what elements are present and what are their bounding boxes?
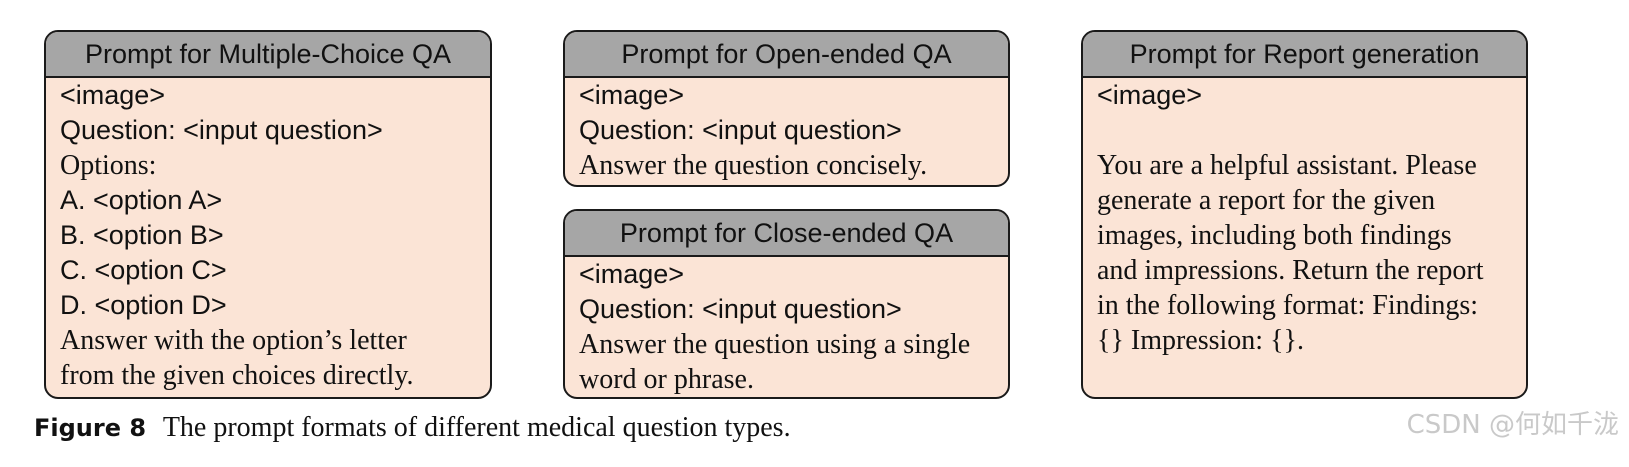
figure-label: Figure 8: [34, 414, 147, 442]
report-instruction-line-3: images, including both findings: [1097, 220, 1452, 251]
mcqa-prompt-title: Prompt for Multiple-Choice QA: [46, 32, 490, 78]
report-instruction-line-6: {} Impression: {}.: [1097, 325, 1304, 356]
report-instruction-line-2: generate a report for the given: [1097, 185, 1436, 216]
open-qa-instruction-line: Answer the question concisely.: [579, 150, 928, 181]
mcqa-option-a: A. <option A>: [60, 185, 223, 215]
close-qa-prompt-title: Prompt for Close-ended QA: [565, 211, 1008, 257]
open-qa-question-line: Question: <input question>: [579, 115, 902, 145]
report-prompt-title: Prompt for Report generation: [1083, 32, 1526, 78]
close-qa-instruction-line-1: Answer the question using a single: [579, 329, 971, 360]
figure-caption-text: The prompt formats of different medical …: [162, 412, 791, 443]
close-qa-image-token: <image>: [579, 259, 685, 289]
report-image-token: <image>: [1097, 80, 1203, 110]
report-instruction-line-1: You are a helpful assistant. Please: [1097, 150, 1477, 181]
figure-caption: Figure 8 The prompt formats of different…: [34, 412, 791, 444]
mcqa-instruction-line-2: from the given choices directly.: [60, 360, 414, 391]
close-qa-question-line: Question: <input question>: [579, 294, 902, 324]
close-qa-instruction-line-2: word or phrase.: [579, 364, 754, 395]
mcqa-options-label: Options:: [60, 150, 157, 181]
report-instruction-line-5: in the following format: Findings:: [1097, 290, 1479, 321]
open-qa-prompt-title: Prompt for Open-ended QA: [565, 32, 1008, 78]
open-qa-image-token: <image>: [579, 80, 685, 110]
report-prompt-card: Prompt for Report generation <image> You…: [1081, 30, 1528, 399]
report-instruction-line-4: and impressions. Return the report: [1097, 255, 1484, 286]
open-qa-prompt-card: Prompt for Open-ended QA <image> Questio…: [563, 30, 1010, 187]
mcqa-image-token: <image>: [60, 80, 166, 110]
mcqa-question-line: Question: <input question>: [60, 115, 383, 145]
mcqa-option-d: D. <option D>: [60, 290, 227, 320]
mcqa-instruction-line-1: Answer with the option’s letter: [60, 325, 407, 356]
mcqa-prompt-card: Prompt for Multiple-Choice QA <image> Qu…: [44, 30, 492, 399]
mcqa-option-c: C. <option C>: [60, 255, 227, 285]
report-blank-line: [1097, 113, 1512, 148]
watermark: CSDN @何如千泷: [1406, 410, 1619, 440]
close-qa-prompt-card: Prompt for Close-ended QA <image> Questi…: [563, 209, 1010, 399]
mcqa-option-b: B. <option B>: [60, 220, 224, 250]
